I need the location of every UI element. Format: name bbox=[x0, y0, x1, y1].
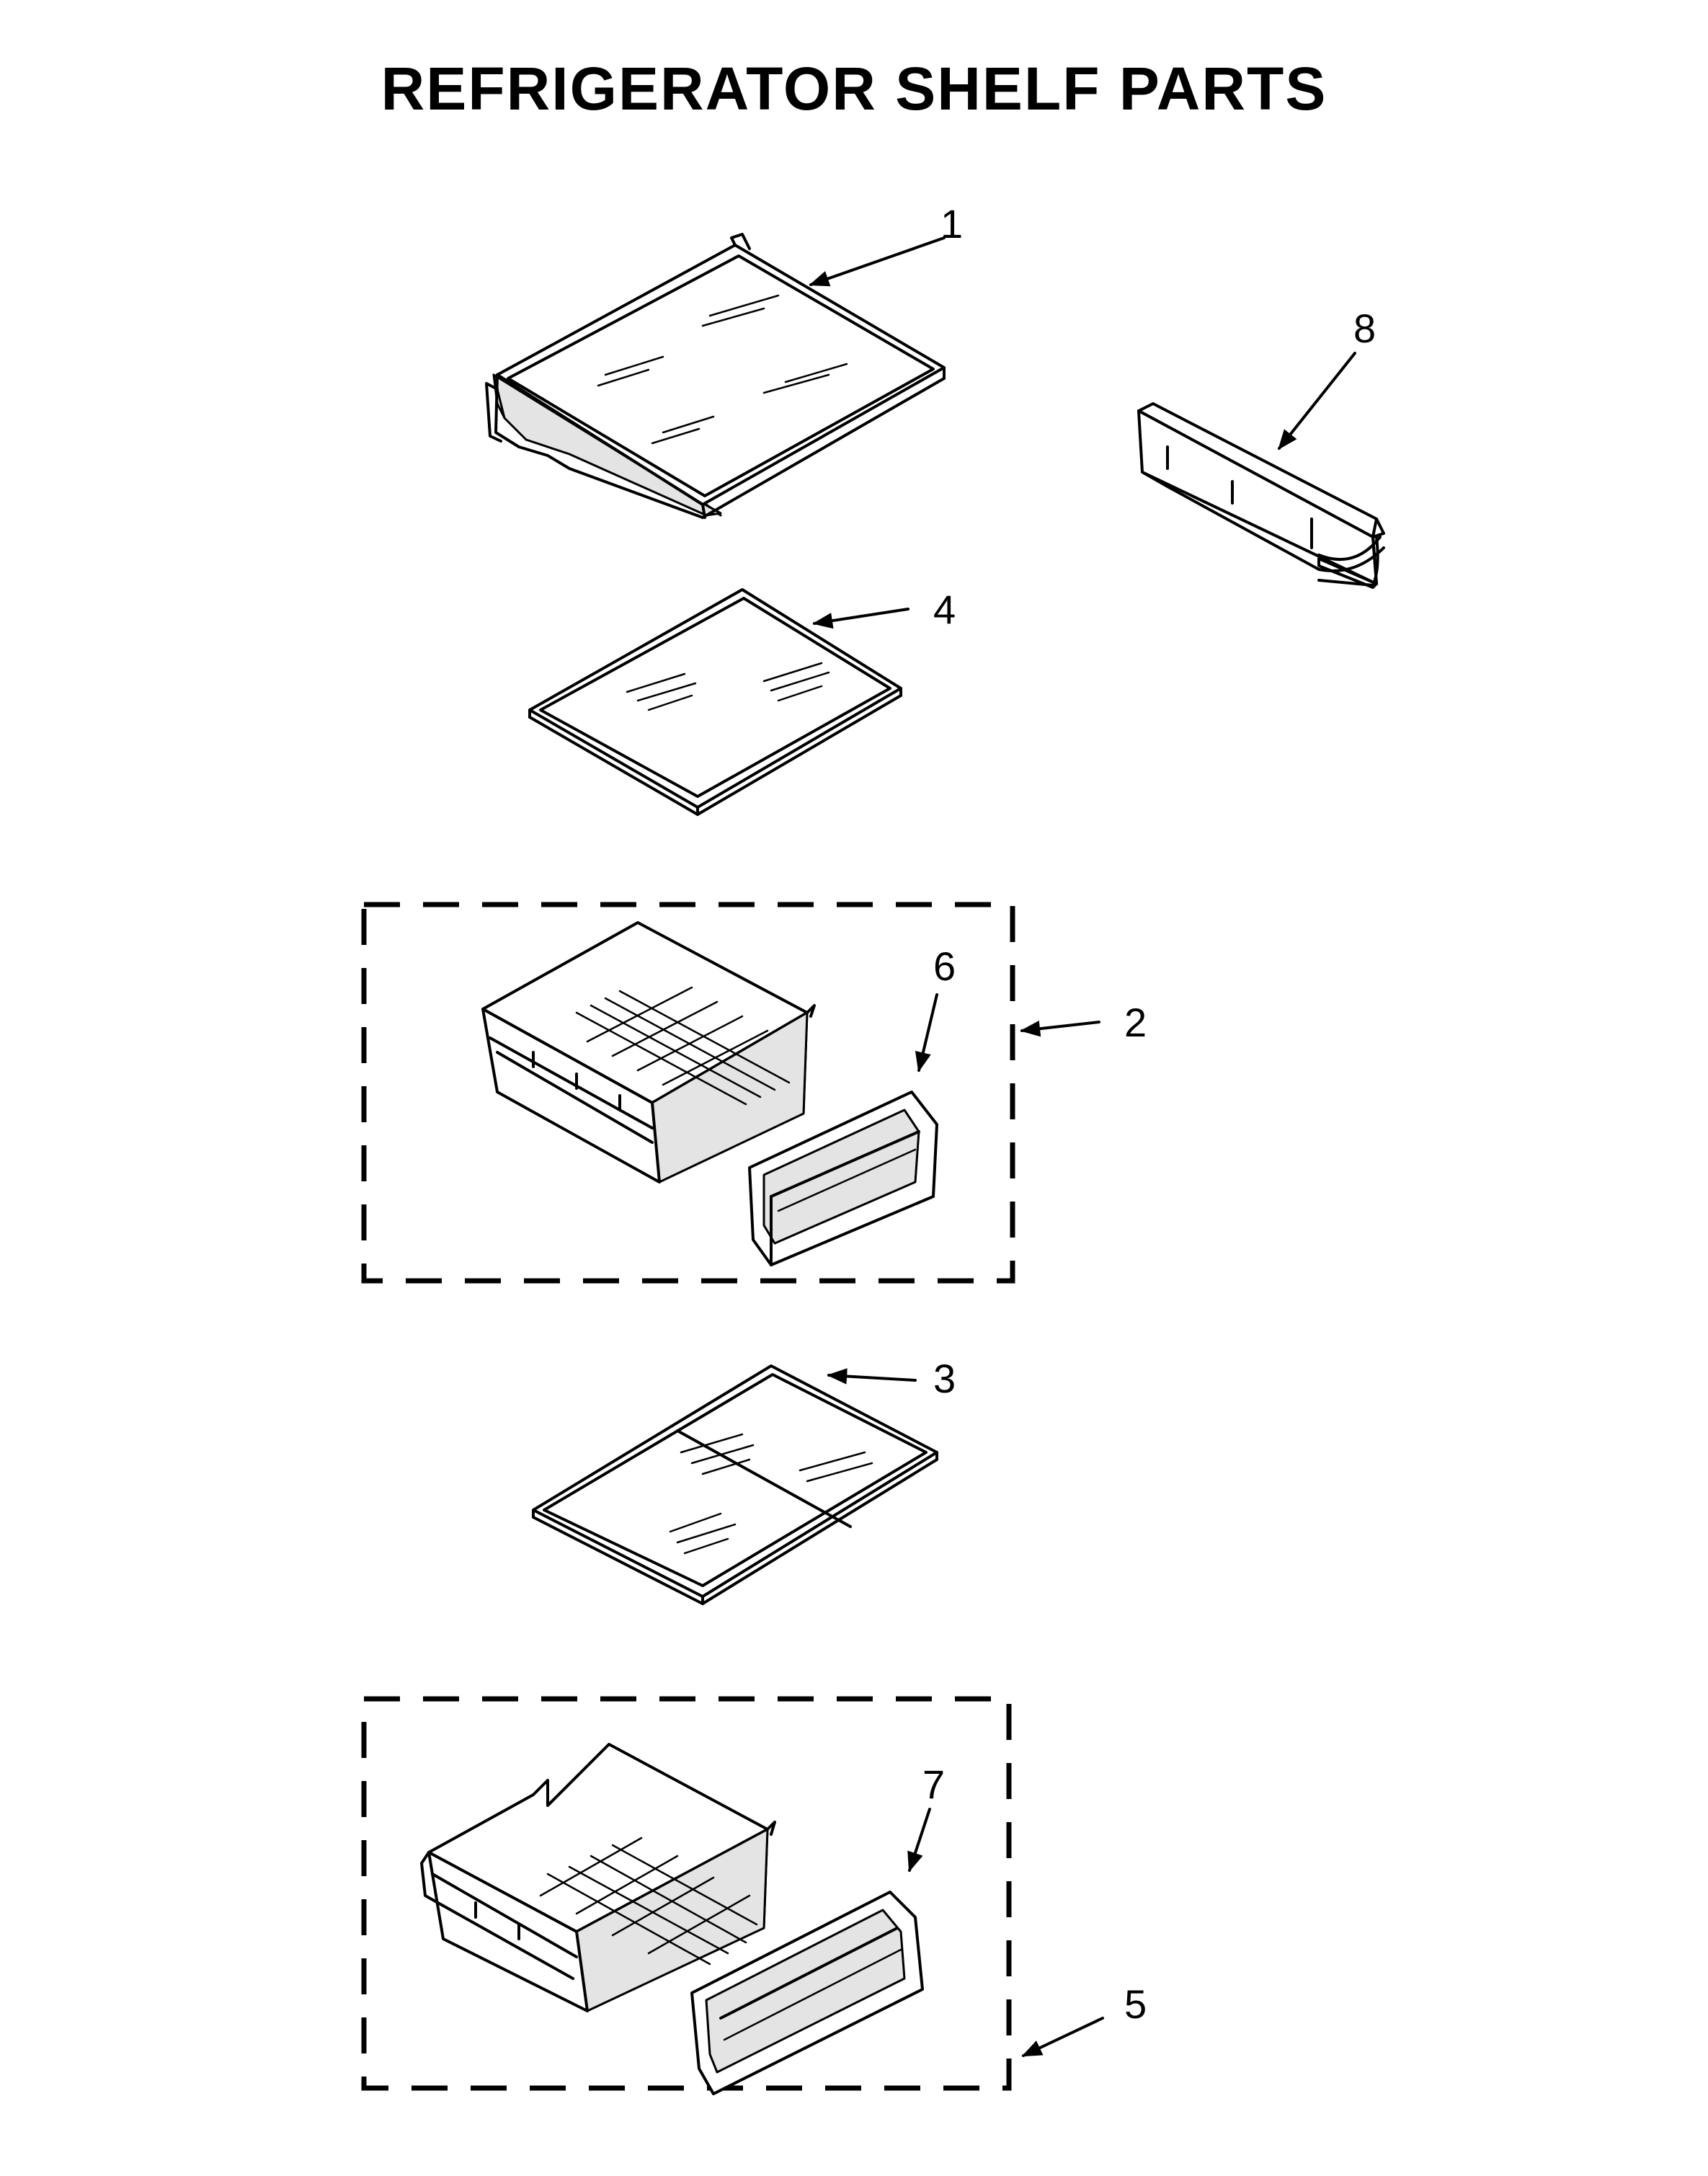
callout-3: 3 bbox=[933, 1356, 956, 1401]
shelf-with-brackets-illustration bbox=[485, 233, 946, 519]
callout-2: 2 bbox=[1124, 1000, 1147, 1045]
leader-arrow-3 bbox=[827, 1368, 917, 1385]
shelf-rail-illustration bbox=[1137, 402, 1385, 589]
pantry-drawer-illustration bbox=[420, 1743, 776, 2012]
glass-shelf-illustration-3 bbox=[532, 1364, 938, 1605]
leader-arrow-4 bbox=[812, 608, 909, 629]
leader-arrow-1 bbox=[809, 236, 946, 287]
leader-arrow-2 bbox=[1020, 1021, 1100, 1037]
leader-arrow-6 bbox=[915, 993, 938, 1073]
callout-6: 6 bbox=[933, 943, 956, 989]
leader-arrow-7 bbox=[907, 1808, 931, 1873]
leader-arrow-5 bbox=[1021, 2017, 1104, 2057]
page-title: REFRIGERATOR SHELF PARTS bbox=[381, 55, 1327, 123]
leader-arrow-8 bbox=[1278, 352, 1356, 450]
callout-7: 7 bbox=[922, 1762, 945, 1807]
crisper-drawer-illustration bbox=[481, 921, 816, 1184]
assembly-box-5 bbox=[361, 1696, 1012, 2091]
pantry-drawer-front-illustration bbox=[690, 1891, 924, 2095]
callout-8: 8 bbox=[1353, 306, 1376, 351]
callout-5: 5 bbox=[1124, 1981, 1147, 2027]
callout-4: 4 bbox=[933, 587, 956, 632]
crisper-drawer-front-illustration bbox=[748, 1091, 938, 1266]
glass-shelf-illustration-4 bbox=[528, 588, 902, 816]
callout-1: 1 bbox=[940, 201, 963, 247]
assembly-box-2 bbox=[361, 902, 1015, 1284]
